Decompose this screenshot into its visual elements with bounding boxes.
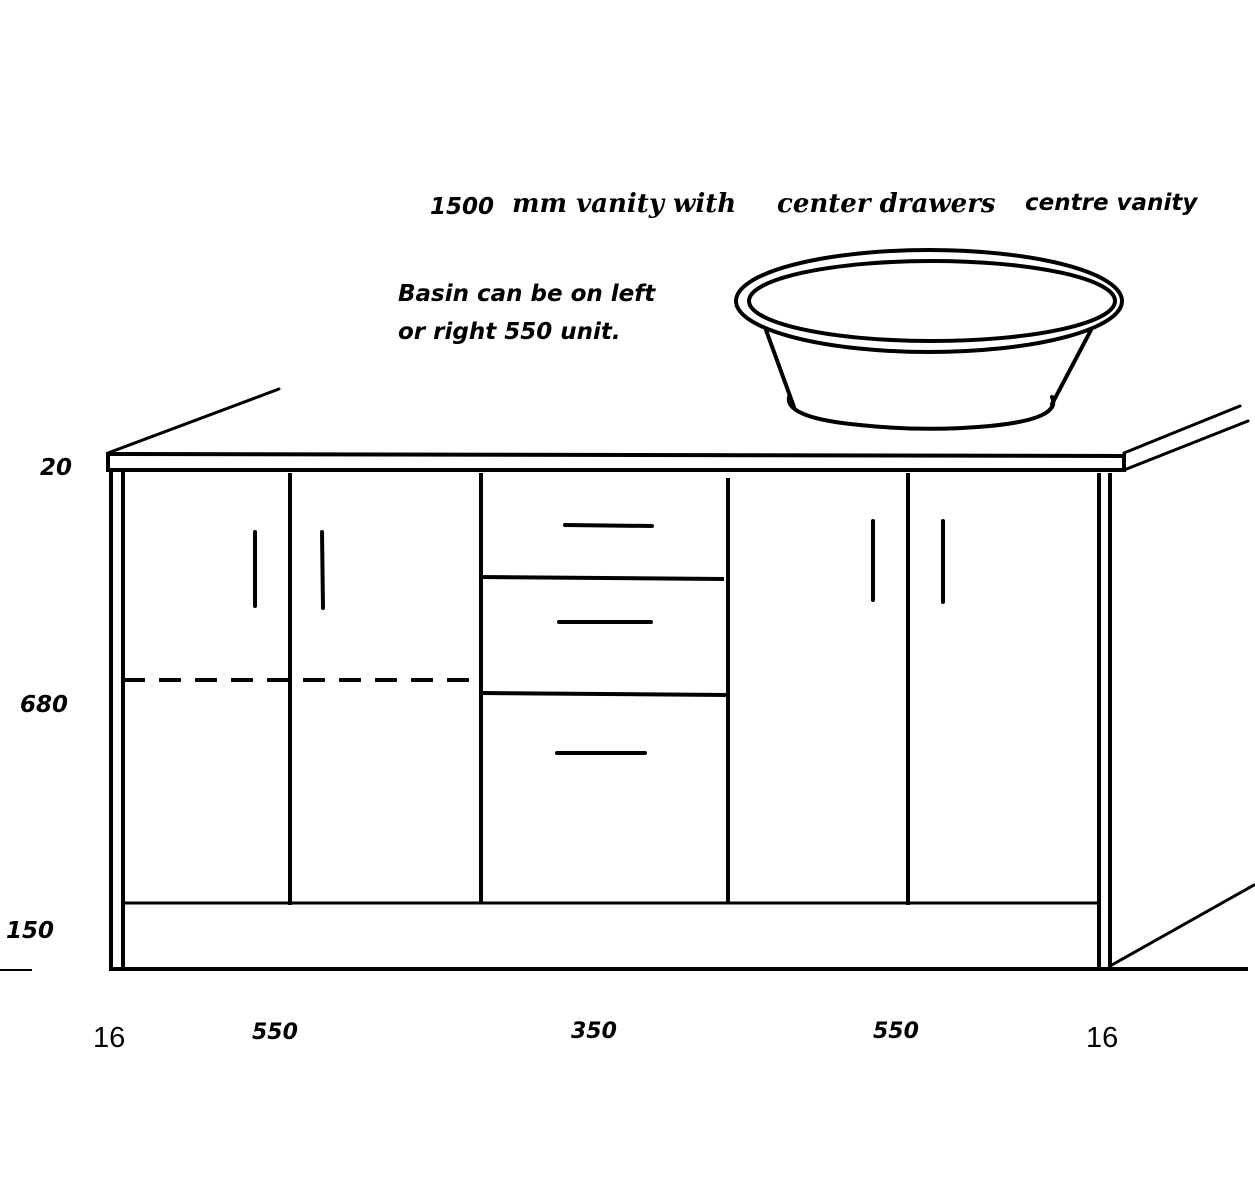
height-top-label: 20 [40,455,72,481]
width-drawers-label: 350 [571,1019,617,1044]
basin-bottom [786,395,1056,431]
drawer-1-handle [563,523,654,528]
width-left-side-label: 16 [93,1022,125,1054]
handles [253,519,945,755]
title-phrase: mm vanity with [512,189,736,219]
width-right-unit-label: 550 [873,1019,919,1044]
height-body-label: 680 [20,692,68,718]
bench-top-upper-edge [107,452,1125,458]
bench-top [106,452,1126,472]
width-left-unit-label: 550 [252,1020,298,1045]
title-length: 1500 [430,194,494,220]
drawer-divider-lower [478,691,729,697]
top-right-perspective-1 [1122,404,1242,455]
top-left-perspective [106,387,281,455]
title-drawers: center drawers [777,189,996,219]
width-right-side-label: 16 [1086,1022,1118,1054]
left-door-2-handle [320,530,325,610]
title-style: centre vanity [1025,190,1198,216]
basin-inner-rim [747,259,1117,343]
basin [734,248,1124,431]
note-line-2: or right 550 unit. [398,319,621,345]
basin-outer-rim [734,248,1124,354]
basin-right-side [1050,328,1093,406]
cabinet [0,470,1248,971]
basin-left-side [764,328,796,409]
base-right-perspective [1108,883,1255,968]
perspective-lines [106,387,1255,968]
drawer-divider-upper [478,575,725,581]
height-kick-label: 150 [6,918,54,944]
top-right-perspective-2 [1122,419,1250,472]
note-line-1: Basin can be on left [398,281,656,307]
